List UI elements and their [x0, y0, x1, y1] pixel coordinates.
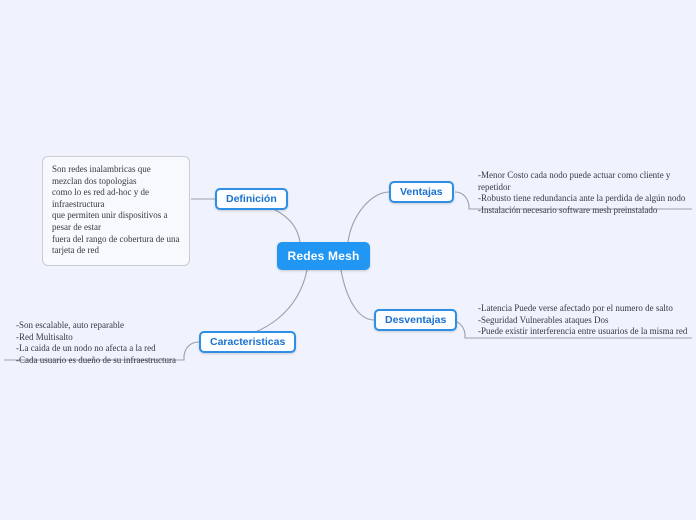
- note-caracteristicas[interactable]: -Son escalable, auto reparable -Red Mult…: [16, 320, 176, 365]
- branch-node-label: Caracteristicas: [210, 336, 286, 348]
- note-ventajas[interactable]: -Menor Costo cada nodo puede actuar como…: [478, 170, 686, 215]
- edge-root-desventajas: [340, 269, 375, 321]
- branch-node-label: Definición: [226, 193, 277, 205]
- branch-node-caracteristicas[interactable]: Caracteristicas: [199, 331, 297, 353]
- root-node-label: Redes Mesh: [287, 249, 360, 263]
- note-desventajas[interactable]: -Latencia Puede verse afectado por el nu…: [478, 303, 688, 337]
- branch-node-label: Ventajas: [400, 186, 443, 198]
- branch-node-definicion[interactable]: Definición: [215, 188, 288, 210]
- branch-node-desventajas[interactable]: Desventajas: [374, 309, 458, 331]
- branch-node-label: Desventajas: [385, 314, 447, 326]
- edge-root-ventajas: [347, 191, 390, 243]
- root-node[interactable]: Redes Mesh: [277, 242, 370, 270]
- branch-node-ventajas[interactable]: Ventajas: [389, 181, 454, 203]
- note-definicion[interactable]: Son redes inalambricas que mezclan dos t…: [42, 156, 190, 266]
